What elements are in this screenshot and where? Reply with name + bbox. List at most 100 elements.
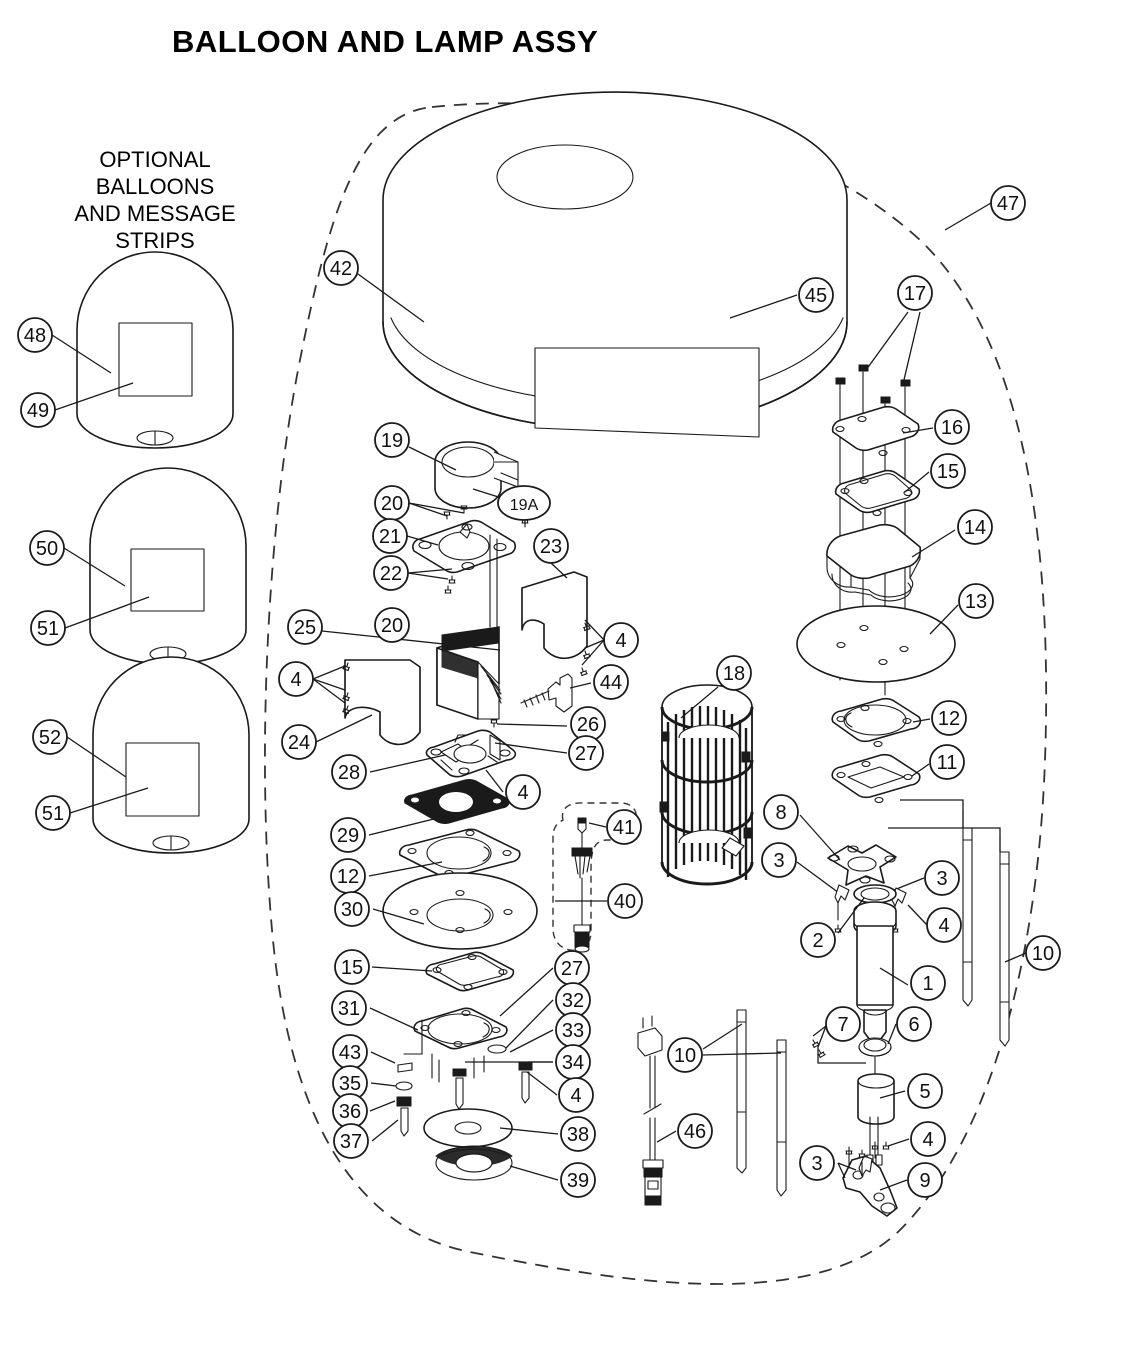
callout-47[interactable]: 47 — [990, 185, 1026, 221]
callout-4[interactable]: 4 — [910, 1121, 946, 1157]
small-screws-7 — [809, 1025, 866, 1064]
callout-bubble — [910, 965, 946, 1001]
callout-bubble — [533, 528, 569, 564]
callout-bubble — [931, 700, 967, 736]
callout-number: 4 — [922, 1129, 933, 1151]
callout-bubble — [497, 485, 551, 521]
shield-left-24 — [344, 659, 421, 746]
callout-3[interactable]: 3 — [761, 842, 797, 878]
callout-12[interactable]: 12 — [330, 858, 366, 894]
callout-29[interactable]: 29 — [330, 817, 366, 853]
callout-23[interactable]: 23 — [533, 528, 569, 564]
callout-27[interactable]: 27 — [568, 735, 604, 771]
callout-36[interactable]: 36 — [332, 1093, 368, 1129]
callout-28[interactable]: 28 — [331, 754, 367, 790]
ballast-25 — [436, 626, 502, 720]
callout-26[interactable]: 26 — [570, 706, 606, 742]
callout-number: 39 — [567, 1170, 589, 1192]
callout-number: 7 — [837, 1014, 848, 1036]
callout-5[interactable]: 5 — [907, 1073, 943, 1109]
callout-46[interactable]: 46 — [677, 1113, 713, 1149]
callout-3[interactable]: 3 — [924, 860, 960, 896]
callout-40[interactable]: 40 — [607, 883, 643, 919]
callout-35[interactable]: 35 — [332, 1065, 368, 1101]
optional-heading-line-2: BALLOONS — [96, 174, 215, 199]
callout-number: 50 — [36, 538, 58, 560]
callout-19a[interactable]: 19A — [497, 485, 551, 521]
callout-number: 5 — [919, 1081, 930, 1103]
callout-20[interactable]: 20 — [374, 607, 410, 643]
callout-42[interactable]: 42 — [323, 250, 359, 286]
callout-16[interactable]: 16 — [934, 409, 970, 445]
callout-17[interactable]: 17 — [897, 275, 933, 311]
callout-24[interactable]: 24 — [281, 724, 317, 760]
callout-19[interactable]: 19 — [374, 422, 410, 458]
callout-8[interactable]: 8 — [763, 794, 799, 830]
callout-bubble — [929, 744, 965, 780]
callout-1[interactable]: 1 — [910, 965, 946, 1001]
callout-33[interactable]: 33 — [555, 1012, 591, 1048]
balloon-body-42 — [382, 91, 848, 438]
callout-43[interactable]: 43 — [332, 1034, 368, 1070]
callout-bubble — [32, 719, 68, 755]
callout-bubble — [910, 1121, 946, 1157]
callout-50[interactable]: 50 — [29, 530, 65, 566]
callout-51[interactable]: 51 — [35, 795, 71, 831]
callout-number: 10 — [674, 1045, 696, 1067]
gasket-plate-12-left — [398, 828, 521, 879]
callout-number: 17 — [904, 283, 926, 305]
callout-10[interactable]: 10 — [667, 1037, 703, 1073]
callout-44[interactable]: 44 — [593, 664, 629, 700]
callout-48[interactable]: 48 — [17, 317, 53, 353]
callout-45[interactable]: 45 — [798, 277, 834, 313]
gasket-plate-12-right — [831, 697, 922, 748]
callout-31[interactable]: 31 — [331, 990, 367, 1026]
callout-number: 19A — [510, 497, 539, 514]
callout-bubble — [825, 1006, 861, 1042]
callout-bubble — [374, 422, 410, 458]
callout-41[interactable]: 41 — [606, 809, 642, 845]
callout-52[interactable]: 52 — [32, 719, 68, 755]
callout-number: 11 — [937, 752, 958, 774]
callout-34[interactable]: 34 — [555, 1044, 591, 1080]
callout-4[interactable]: 4 — [926, 907, 962, 943]
callout-27[interactable]: 27 — [554, 950, 590, 986]
callout-15[interactable]: 15 — [930, 453, 966, 489]
callout-6[interactable]: 6 — [896, 1006, 932, 1042]
callout-4[interactable]: 4 — [558, 1077, 594, 1113]
callout-32[interactable]: 32 — [555, 982, 591, 1018]
callout-number: 42 — [330, 258, 352, 280]
callout-38[interactable]: 38 — [560, 1116, 596, 1152]
callout-10[interactable]: 10 — [1025, 935, 1061, 971]
callout-2[interactable]: 2 — [800, 922, 836, 958]
callout-number: 28 — [338, 762, 360, 784]
callout-51[interactable]: 51 — [30, 610, 66, 646]
callout-49[interactable]: 49 — [20, 392, 56, 428]
callout-39[interactable]: 39 — [560, 1162, 596, 1198]
callout-25[interactable]: 25 — [287, 609, 323, 645]
optional-heading-line-4: STRIPS — [115, 228, 194, 253]
callout-22[interactable]: 22 — [373, 555, 409, 591]
callout-7[interactable]: 7 — [825, 1006, 861, 1042]
callout-number: 12 — [337, 866, 359, 888]
callout-9[interactable]: 9 — [907, 1162, 943, 1198]
callout-number: 16 — [941, 417, 963, 439]
callout-13[interactable]: 13 — [958, 583, 994, 619]
callout-bubble — [606, 809, 642, 845]
callout-15[interactable]: 15 — [334, 949, 370, 985]
callout-18[interactable]: 18 — [716, 655, 752, 691]
callout-4[interactable]: 4 — [603, 622, 639, 658]
callout-21[interactable]: 21 — [372, 518, 408, 554]
callout-12[interactable]: 12 — [931, 700, 967, 736]
callout-14[interactable]: 14 — [957, 509, 993, 545]
callout-4[interactable]: 4 — [278, 661, 314, 697]
callout-20[interactable]: 20 — [374, 485, 410, 521]
callout-37[interactable]: 37 — [333, 1123, 369, 1159]
callout-4[interactable]: 4 — [505, 774, 541, 810]
callout-bubble — [35, 795, 71, 831]
callout-30[interactable]: 30 — [334, 891, 370, 927]
callout-11[interactable]: 11 — [929, 744, 965, 780]
callout-3[interactable]: 3 — [799, 1145, 835, 1181]
